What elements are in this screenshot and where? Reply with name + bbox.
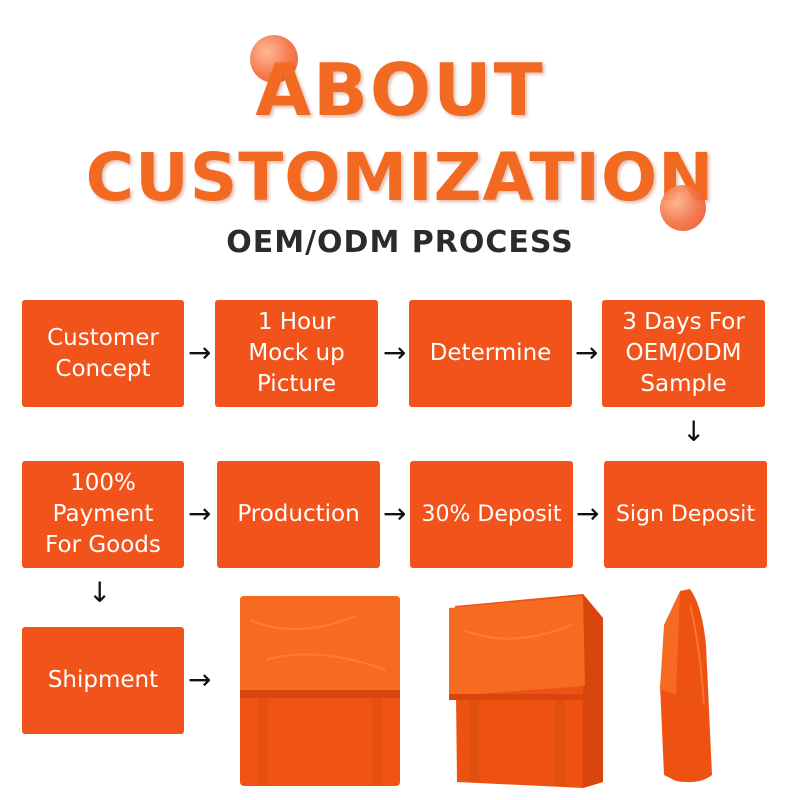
- step-sample: 3 Days For OEM/ODM Sample: [602, 300, 765, 407]
- arrow-right-icon: →: [188, 336, 212, 369]
- bag-front-image: [240, 596, 400, 786]
- bag-angled-image: [449, 594, 603, 788]
- step-customer-concept: Customer Concept: [22, 300, 184, 407]
- arrow-down-icon: ↓: [88, 576, 112, 609]
- arrow-right-icon: →: [576, 497, 600, 530]
- step-determine: Determine: [409, 300, 572, 407]
- arrow-right-icon: →: [188, 663, 212, 696]
- page-title-line-2: CUSTOMIZATION: [85, 139, 715, 216]
- arrow-right-icon: →: [575, 336, 599, 369]
- step-mock-up-picture: 1 Hour Mock up Picture: [215, 300, 378, 407]
- step-production: Production: [217, 461, 380, 568]
- arrow-right-icon: →: [383, 497, 407, 530]
- arrow-down-icon: ↓: [682, 415, 706, 448]
- step-payment-for-goods: 100% Payment For Goods: [22, 461, 184, 568]
- arrow-right-icon: →: [383, 336, 407, 369]
- decor-ball-top: [250, 35, 298, 83]
- step-30-deposit: 30% Deposit: [410, 461, 573, 568]
- page-subtitle: OEM/ODM PROCESS: [226, 225, 574, 260]
- step-shipment: Shipment: [22, 627, 184, 734]
- bag-side-image: [660, 589, 712, 783]
- decor-ball-bottom: [660, 185, 706, 231]
- page-title-line-1: ABOUT: [255, 48, 545, 132]
- step-sign-deposit: Sign Deposit: [604, 461, 767, 568]
- arrow-right-icon: →: [188, 497, 212, 530]
